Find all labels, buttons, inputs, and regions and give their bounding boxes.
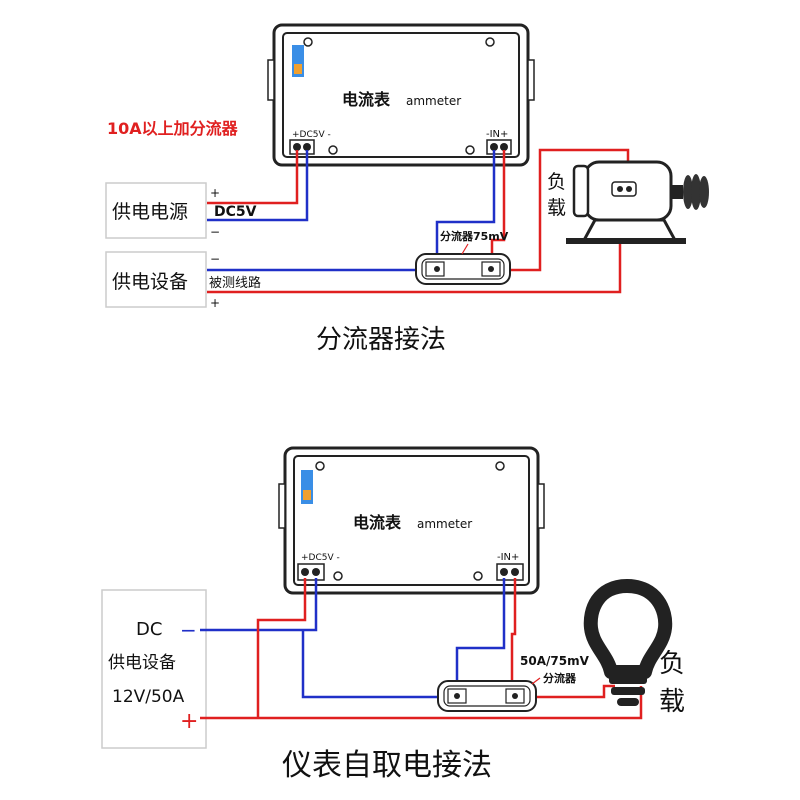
top-meter-label: 电流表 — [342, 90, 391, 109]
top-shunt-warning: 10A以上加分流器 — [107, 119, 239, 138]
top-load-label-1: 负 — [547, 171, 566, 193]
top-equipment-label: 供电设备 — [112, 271, 188, 293]
top-diagram: 电流表 ammeter +DC5V - -IN+ 10A以上加分流器 供电电源 … — [105, 23, 709, 355]
bottom-meter-label-en: ammeter — [417, 517, 472, 531]
bottom-supply-line3: 12V/50A — [112, 687, 185, 707]
top-caption: 分流器接法 — [316, 325, 446, 355]
bottom-shunt-spec: 50A/75mV — [520, 654, 590, 668]
bottom-meter-label: 电流表 — [353, 513, 402, 532]
top-line-label: 被测线路 — [209, 275, 261, 291]
top-power-source-label: 供电电源 — [112, 201, 188, 223]
bottom-load-label-1: 负 — [659, 649, 685, 679]
bottom-supply: DC 供电设备 12V/50A — [101, 589, 207, 749]
top-equipment-minus: − — [210, 252, 220, 266]
bottom-shunt — [437, 680, 537, 712]
bottom-diagram: 电流表 ammeter +DC5V - -IN+ DC 供电设备 12V/50A… — [101, 446, 685, 783]
bottom-supply-minus: − — [180, 618, 197, 642]
top-equipment-plus: + — [210, 296, 220, 310]
bottom-bulb-icon — [583, 579, 673, 706]
top-power-source: 供电电源 — [105, 182, 207, 239]
top-load-label-2: 载 — [547, 197, 566, 219]
top-in-terminal-label: -IN+ — [486, 129, 508, 140]
bottom-dc5v-terminal-label: +DC5V - — [301, 553, 340, 563]
top-power-minus: − — [210, 225, 220, 239]
top-dc5v-terminal-label: +DC5V - — [292, 130, 331, 140]
top-shunt-label: 分流器75mV — [440, 229, 509, 243]
top-shunt — [415, 253, 511, 285]
bottom-caption: 仪表自取电接法 — [282, 748, 492, 783]
bottom-load-label-2: 载 — [659, 687, 685, 717]
bottom-supply-line1: DC — [136, 619, 162, 640]
bottom-wires — [200, 578, 643, 720]
top-motor-icon — [566, 160, 709, 244]
top-ammeter: 电流表 ammeter +DC5V - -IN+ — [267, 23, 535, 167]
bottom-shunt-label: 分流器 — [543, 671, 577, 685]
bottom-in-terminal-label: -IN+ — [497, 552, 519, 563]
top-dc5v-label: DC5V — [214, 204, 257, 220]
bottom-supply-plus: + — [180, 709, 198, 734]
bottom-supply-line2: 供电设备 — [108, 653, 176, 673]
top-power-plus: + — [210, 186, 220, 200]
top-meter-label-en: ammeter — [406, 94, 461, 108]
top-equipment: 供电设备 — [105, 251, 207, 308]
bottom-ammeter: 电流表 ammeter +DC5V - -IN+ — [278, 446, 545, 595]
